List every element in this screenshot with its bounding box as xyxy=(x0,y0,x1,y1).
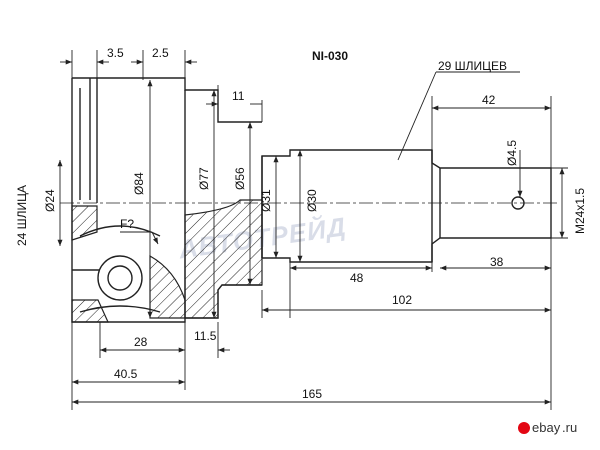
dim-f: F? xyxy=(120,217,134,231)
dim-40-5: 40.5 xyxy=(114,367,138,381)
dim-38: 38 xyxy=(490,255,504,269)
splines-outer-label: 29 ШЛИЦЕВ xyxy=(438,59,507,73)
logo-text: ebay xyxy=(532,420,561,435)
dim-thread: M24x1.5 xyxy=(573,188,587,234)
dim-11: 11 xyxy=(232,89,245,103)
dim-42: 42 xyxy=(482,93,496,107)
dim-d30: Ø30 xyxy=(305,189,319,212)
dim-102: 102 xyxy=(392,293,412,307)
dim-d84: Ø84 xyxy=(132,172,146,195)
dim-11-5: 11.5 xyxy=(194,329,217,343)
section-hatch xyxy=(71,199,263,323)
dim-d56: Ø56 xyxy=(233,167,247,190)
dim-3-5: 3.5 xyxy=(107,46,124,60)
dim-28: 28 xyxy=(134,335,148,349)
dim-d77: Ø77 xyxy=(197,167,211,190)
dim-d31: Ø31 xyxy=(259,189,273,212)
part-number: NI-030 xyxy=(312,49,348,63)
logo-dot xyxy=(518,422,530,434)
brand-logo: ebay .ru xyxy=(518,420,577,435)
dim-48: 48 xyxy=(350,271,364,285)
dim-165: 165 xyxy=(302,387,322,401)
splines-inner-label: 24 ШЛИЦА xyxy=(15,185,29,246)
dim-2-5: 2.5 xyxy=(152,46,169,60)
logo-domain: .ru xyxy=(562,420,577,435)
dim-d4-5: Ø4.5 xyxy=(505,140,519,166)
dim-d24: Ø24 xyxy=(43,189,57,212)
dimension-lines xyxy=(57,50,568,410)
